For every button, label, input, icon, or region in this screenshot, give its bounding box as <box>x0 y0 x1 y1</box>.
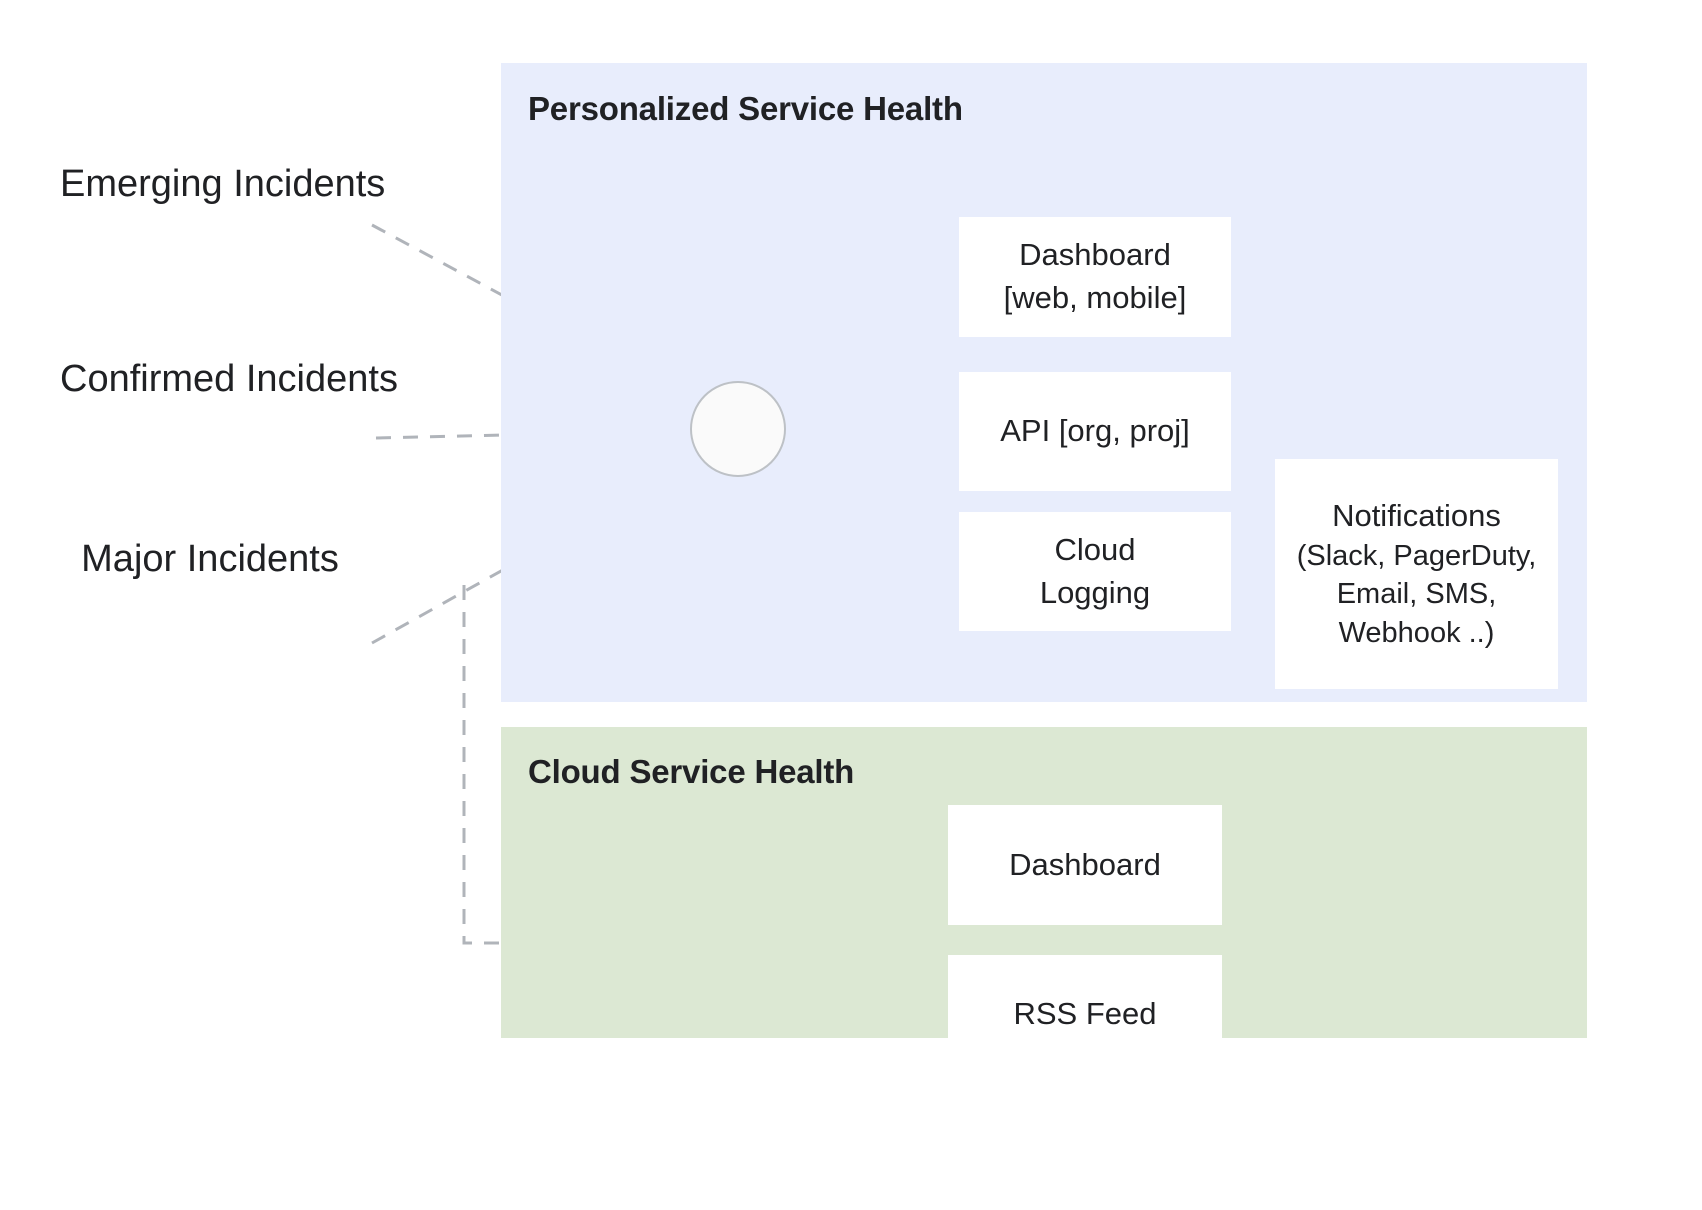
node-label-line2: Logging <box>1039 574 1151 610</box>
node-label-line4: Webhook ..) <box>1338 616 1495 649</box>
node-cloud-service-health-dashboard[interactable]: Dashboard <box>948 805 1222 925</box>
source-label-major-incidents: Major Incidents <box>60 533 360 587</box>
incident-hub-circle-node <box>690 381 786 477</box>
node-label-line2: [web, mobile] <box>1003 280 1187 315</box>
source-label-line2: Incidents <box>233 163 386 205</box>
node-label-line1: RSS Feed <box>1013 996 1157 1032</box>
node-label-line3: Email, SMS, <box>1336 578 1497 611</box>
node-api-org-proj[interactable]: API [org, proj] <box>959 372 1231 491</box>
source-label-line1: Confirmed <box>60 358 236 400</box>
source-label-emerging-incidents: Emerging Incidents <box>60 158 385 212</box>
node-cloud-logging[interactable]: Cloud Logging <box>959 512 1231 631</box>
source-label-line1: Emerging <box>60 163 223 205</box>
source-label-line1: Major <box>81 538 177 580</box>
node-cloud-service-health-rss-feed[interactable]: RSS Feed <box>948 955 1222 1074</box>
node-dashboard-web-mobile[interactable]: Dashboard [web, mobile] <box>959 217 1231 337</box>
node-label-line2: (Slack, PagerDuty, <box>1296 540 1537 573</box>
source-label-confirmed-incidents: Confirmed Incidents <box>60 353 398 407</box>
node-notifications[interactable]: Notifications (Slack, PagerDuty, Email, … <box>1275 459 1558 689</box>
source-label-line2: Incidents <box>186 538 339 580</box>
source-label-line2: Incidents <box>245 358 398 400</box>
node-label-line1: Cloud <box>1054 531 1136 567</box>
node-label-line1: API [org, proj] <box>1000 413 1190 449</box>
panel-title-personalized-service-health: Personalized Service Health <box>528 90 963 127</box>
panel-title-cloud-service-health: Cloud Service Health <box>528 753 855 790</box>
node-label-line1: Notifications <box>1332 498 1501 534</box>
node-label-line1: Dashboard <box>1009 846 1161 882</box>
node-label-line1: Dashboard <box>1019 237 1171 273</box>
